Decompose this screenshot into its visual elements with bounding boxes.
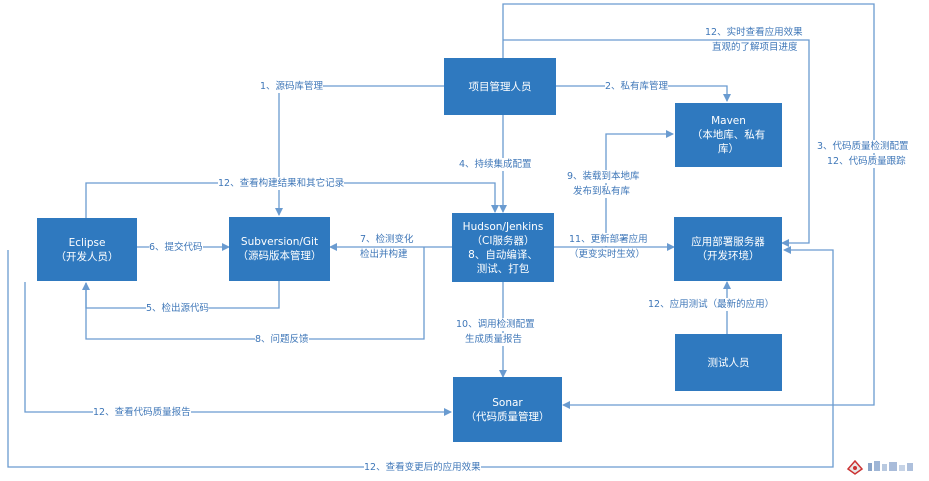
edge-5-label: 5、检出源代码 <box>146 302 210 315</box>
edge-9-line <box>605 130 674 247</box>
node-maven: Maven （本地库、私有 库） <box>675 103 782 167</box>
node-sonar-title: Sonar <box>492 396 523 409</box>
edge-12-changes-line <box>7 246 834 468</box>
node-hudson-title: Hudson/Jenkins <box>462 220 544 233</box>
node-tester-label: 测试人员 <box>707 356 750 369</box>
edge-11-label-1: 11、更新部署应用 <box>569 233 648 246</box>
node-maven-title: Maven <box>711 115 746 127</box>
node-eclipse-sub: （开发人员） <box>55 250 119 263</box>
edge-12-realtime-label-2: 直观的了解项目进度 <box>712 41 798 54</box>
edge-7-label-2: 检出并构建 <box>360 248 408 261</box>
node-sonar-sub: （代码质量管理） <box>465 410 550 423</box>
node-svn: Subversion/Git （源码版本管理） <box>229 217 330 281</box>
node-svn-sub: （源码版本管理） <box>237 250 322 262</box>
edge-12-test-label: 12、应用测试（最新的应用） <box>648 298 775 311</box>
node-appserver: 应用部署服务器 （开发环境） <box>674 217 782 281</box>
edge-12-build-label: 12、查看构建结果和其它记录 <box>218 177 345 190</box>
edge-12-report-label: 12、查看代码质量报告 <box>93 406 191 419</box>
node-hudson-step8b: 测试、打包 <box>476 262 530 275</box>
node-svn-title: Subversion/Git <box>240 236 319 248</box>
edge-7-label-1: 7、检测变化 <box>360 233 414 246</box>
node-maven-sub2: 库） <box>718 143 739 155</box>
node-hudson-sub: （CI服务器） <box>471 234 535 247</box>
node-sonar: Sonar （代码质量管理） <box>453 377 562 442</box>
edge-12-realtime-line <box>503 39 810 247</box>
edge-6-label: 6、提交代码 <box>149 241 203 254</box>
node-maven-sub1: （本地库、私有 <box>691 129 766 141</box>
edge-10-label-2: 生成质量报告 <box>465 333 523 346</box>
node-hudson: Hudson/Jenkins （CI服务器） 8、自动编译、 测试、打包 <box>452 213 554 282</box>
node-project-manager: 项目管理人员 <box>444 58 556 115</box>
edge-3-line <box>502 3 875 409</box>
node-tester: 测试人员 <box>675 334 782 391</box>
node-hudson-step8a: 8、自动编译、 <box>468 248 538 261</box>
node-appserver-sub: （开发环境） <box>696 250 760 262</box>
edge-1-line <box>275 85 444 216</box>
edge-8-label: 8、问题反馈 <box>255 333 309 346</box>
edge-12-report-line <box>24 282 452 416</box>
edge-4-label: 4、持续集成配置 <box>459 158 532 171</box>
edge-9-label-2: 发布到私有库 <box>573 185 631 198</box>
edge-1-label: 1、源码库管理 <box>260 80 324 93</box>
edge-3-label-2: 12、代码质量跟踪 <box>827 155 906 168</box>
node-appserver-title: 应用部署服务器 <box>691 236 765 248</box>
edge-11-label-2: （更变实时生效） <box>569 248 646 261</box>
edge-9-label-1: 9、装载到本地库 <box>567 170 640 183</box>
edge-12-realtime-label-1: 12、实时查看应用效果 <box>705 26 803 39</box>
node-eclipse-title: Eclipse <box>68 236 106 249</box>
node-eclipse: Eclipse （开发人员） <box>37 218 137 281</box>
edge-10-label-1: 10、调用检测配置 <box>456 318 535 331</box>
edge-3-label-1: 3、代码质量检测配置 <box>817 140 909 153</box>
node-project-manager-label: 项目管理人员 <box>468 80 532 93</box>
edge-12-changes-label: 12、查看变更后的应用效果 <box>364 461 481 474</box>
edge-2-label: 2、私有库管理 <box>605 80 669 93</box>
watermark-logo <box>846 459 913 475</box>
